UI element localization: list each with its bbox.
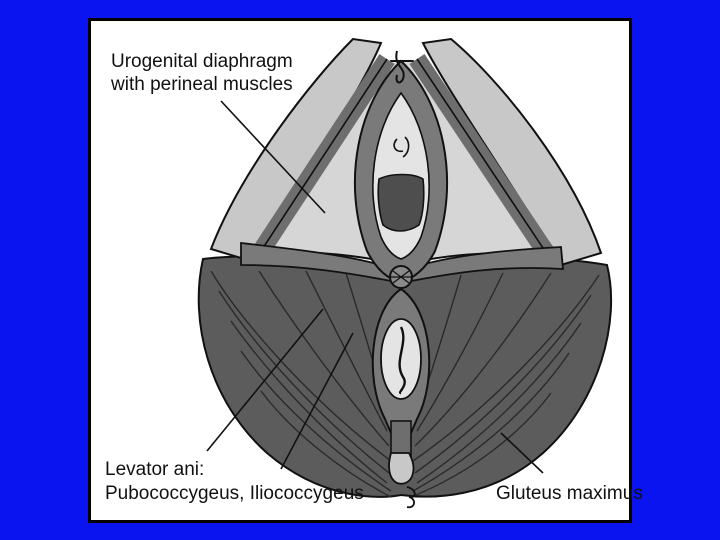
levator-label-line2: Pubococcygeus, Iliococcygeus: [105, 483, 364, 504]
muscle-fibres-left: [210, 270, 392, 498]
leader-pubococcygeus: [206, 308, 324, 452]
leader-urogenital: [220, 100, 326, 214]
perineum-illustration: [197, 37, 613, 509]
vaginal-opening: [377, 173, 425, 232]
levator-label-line1: Levator ani:: [105, 459, 205, 480]
coccyx-tip: [406, 486, 416, 509]
urethral-opening: [393, 136, 410, 158]
leader-iliococcygeus: [280, 332, 354, 470]
anococcygeal-raphe: [390, 420, 412, 458]
anal-opening: [398, 326, 406, 395]
leader-lines: [206, 100, 544, 474]
perineal-muscle-bands: [253, 54, 557, 262]
clitoris-mark: [395, 50, 405, 84]
urogenital-label-line2: with perineal muscles: [111, 74, 293, 95]
perineal-body-hatch: [391, 270, 411, 284]
urogenital-label-line1: Urogenital diaphragm: [111, 51, 293, 72]
diagram-panel: Urogenital diaphragm with perineal muscl…: [88, 18, 643, 523]
leader-gluteus: [500, 432, 544, 474]
gluteus-label: Gluteus maximus: [496, 483, 643, 504]
coccyx: [388, 452, 415, 485]
